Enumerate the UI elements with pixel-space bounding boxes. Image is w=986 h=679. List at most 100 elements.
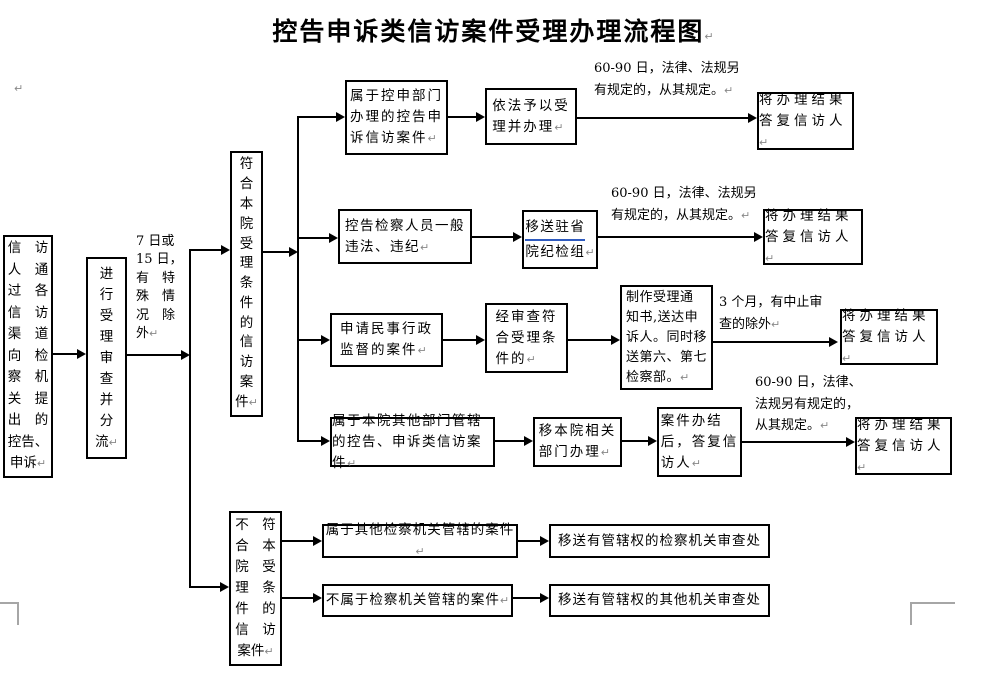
connector-line xyxy=(472,236,513,238)
accepted-branch-box: 符 合 本 院 受 理 条 件 的 信 访 案 件↵ xyxy=(230,151,263,417)
crop-mark xyxy=(17,602,19,625)
case-box: 属于其他检察机关管辖的案件↵ xyxy=(322,522,518,558)
note-label: 60-90 日，法律、 法规另有规定的， 从其规定。↵ xyxy=(755,375,862,433)
underlined-text: 移送驻省 xyxy=(525,216,586,241)
paragraph-mark: ↵ xyxy=(420,240,430,254)
connector-line xyxy=(513,597,540,599)
case-box: 属于本院其他部门管辖 的控告、申诉类信访案件↵ xyxy=(330,413,495,471)
result-box: 将办理结果 答复信访人↵ xyxy=(763,208,863,265)
result-box: 将办理结果 答复信访人↵ xyxy=(855,417,952,475)
connector-line xyxy=(577,117,748,119)
connector-line xyxy=(53,353,77,355)
paragraph-mark: ↵ xyxy=(264,645,274,658)
paragraph-mark: ↵ xyxy=(14,82,24,95)
paragraph-mark: ↵ xyxy=(415,545,425,558)
paragraph-mark: ↵ xyxy=(600,446,610,459)
paragraph-mark: ↵ xyxy=(759,135,769,149)
paragraph-mark: ↵ xyxy=(691,456,701,470)
connector-line xyxy=(742,441,846,443)
case-box: 属于控申部门 办理的控告申 诉信访案件↵ xyxy=(345,80,448,155)
connector-line xyxy=(127,354,181,356)
crop-mark xyxy=(910,602,955,604)
arrowhead xyxy=(524,436,533,446)
connector-line xyxy=(298,237,329,239)
paragraph-mark: ↵ xyxy=(704,30,714,43)
paragraph-mark: ↵ xyxy=(724,83,734,97)
arrowhead xyxy=(540,536,549,546)
connector-line xyxy=(448,116,476,118)
paragraph-mark: ↵ xyxy=(771,317,781,331)
arrowhead xyxy=(220,582,229,592)
arrowhead xyxy=(748,113,757,123)
paragraph-mark: ↵ xyxy=(417,344,427,357)
result-box: 将办理结果 答复信访人↵ xyxy=(840,308,938,365)
arrowhead xyxy=(181,350,190,360)
arrowhead xyxy=(648,436,657,446)
arrowhead xyxy=(313,593,322,603)
trunk-line xyxy=(297,116,299,442)
arrowhead xyxy=(476,112,485,122)
connector-line xyxy=(713,341,829,343)
arrowhead xyxy=(289,247,298,257)
action-box: 移本院相关 部门办理↵ xyxy=(533,417,622,467)
result-box: 将办理结果 答复信访人↵ xyxy=(757,92,854,150)
paragraph-mark: ↵ xyxy=(585,245,595,259)
connector-line xyxy=(190,249,221,251)
note-label: 3 个月，有中止审 查的除外↵ xyxy=(719,295,823,332)
case-box: 不属于检察机关管辖的案件↵ xyxy=(322,584,513,617)
action-box: 移送驻省 院纪检组↵ xyxy=(522,210,598,269)
paragraph-mark: ↵ xyxy=(347,456,357,470)
time-note: 7 日或 15 日， 有 特 殊 情 况 除 外↵ xyxy=(136,234,183,342)
connector-line xyxy=(622,440,648,442)
action-box: 案件办结 后，答复信 访人↵ xyxy=(657,407,742,477)
connector-line xyxy=(518,540,540,542)
arrowhead xyxy=(829,337,838,347)
paragraph-mark: ↵ xyxy=(248,395,258,409)
paragraph-mark: ↵ xyxy=(108,435,118,449)
connector-line xyxy=(598,236,754,238)
note-label: 60-90 日，法律、法规另 有规定的，从其规定。↵ xyxy=(611,186,757,223)
arrowhead xyxy=(321,436,330,446)
triage-box: 进 行 受 理 审 查 并 分 流↵ xyxy=(86,257,127,459)
paragraph-mark: ↵ xyxy=(842,351,852,365)
action-box: 移送有管辖权的其他机关审查处 xyxy=(549,584,770,617)
arrowhead xyxy=(77,349,86,359)
crop-mark xyxy=(910,602,912,625)
connector-line xyxy=(298,116,336,118)
arrowhead xyxy=(611,335,620,345)
source-box: 信 访 人 通 过 各 信 访 渠 道 向 检 察 机 关 提 出 的 控告、 … xyxy=(3,235,53,478)
branch-line xyxy=(189,249,191,588)
paragraph-mark: ↵ xyxy=(427,132,437,145)
arrowhead xyxy=(221,245,230,255)
rejected-branch-box: 不 符 合 本 院 受 理 条 件 的 信 访 案件↵ xyxy=(229,511,282,666)
case-box: 申请民事行政 监督的案件↵ xyxy=(330,313,443,367)
paragraph-mark: ↵ xyxy=(554,120,564,134)
action-box: 制作受理通 知书,送达申 诉人。同时移 送第六、第七 检察部。↵ xyxy=(620,285,713,390)
arrowhead xyxy=(313,536,322,546)
paragraph-mark: ↵ xyxy=(526,352,536,366)
page-title: 控告申诉类信访案件受理办理流程图↵ xyxy=(272,17,714,46)
connector-line xyxy=(298,339,321,341)
arrowhead xyxy=(754,232,763,242)
action-box: 移送有管辖权的检察机关审查处 xyxy=(549,524,770,558)
paragraph-mark: ↵ xyxy=(820,419,830,432)
arrowhead xyxy=(846,437,855,447)
connector-line xyxy=(298,440,321,442)
connector-line xyxy=(495,440,524,442)
connector-line xyxy=(190,586,220,588)
arrowhead xyxy=(321,335,330,345)
action-box: 经审查符 合受理条 件的↵ xyxy=(485,303,568,373)
connector-line xyxy=(443,339,476,341)
arrowhead xyxy=(540,593,549,603)
arrowhead xyxy=(513,232,522,242)
paragraph-mark: ↵ xyxy=(857,460,867,474)
crop-mark xyxy=(0,602,19,604)
arrowhead xyxy=(336,112,345,122)
note-label: 60-90 日，法律、法规另 有规定的，从其规定。↵ xyxy=(594,61,740,98)
connector-line xyxy=(263,251,289,253)
paragraph-mark: ↵ xyxy=(149,327,159,341)
paragraph-mark: ↵ xyxy=(36,457,47,471)
connector-line xyxy=(282,597,313,599)
connector-line xyxy=(282,540,313,542)
